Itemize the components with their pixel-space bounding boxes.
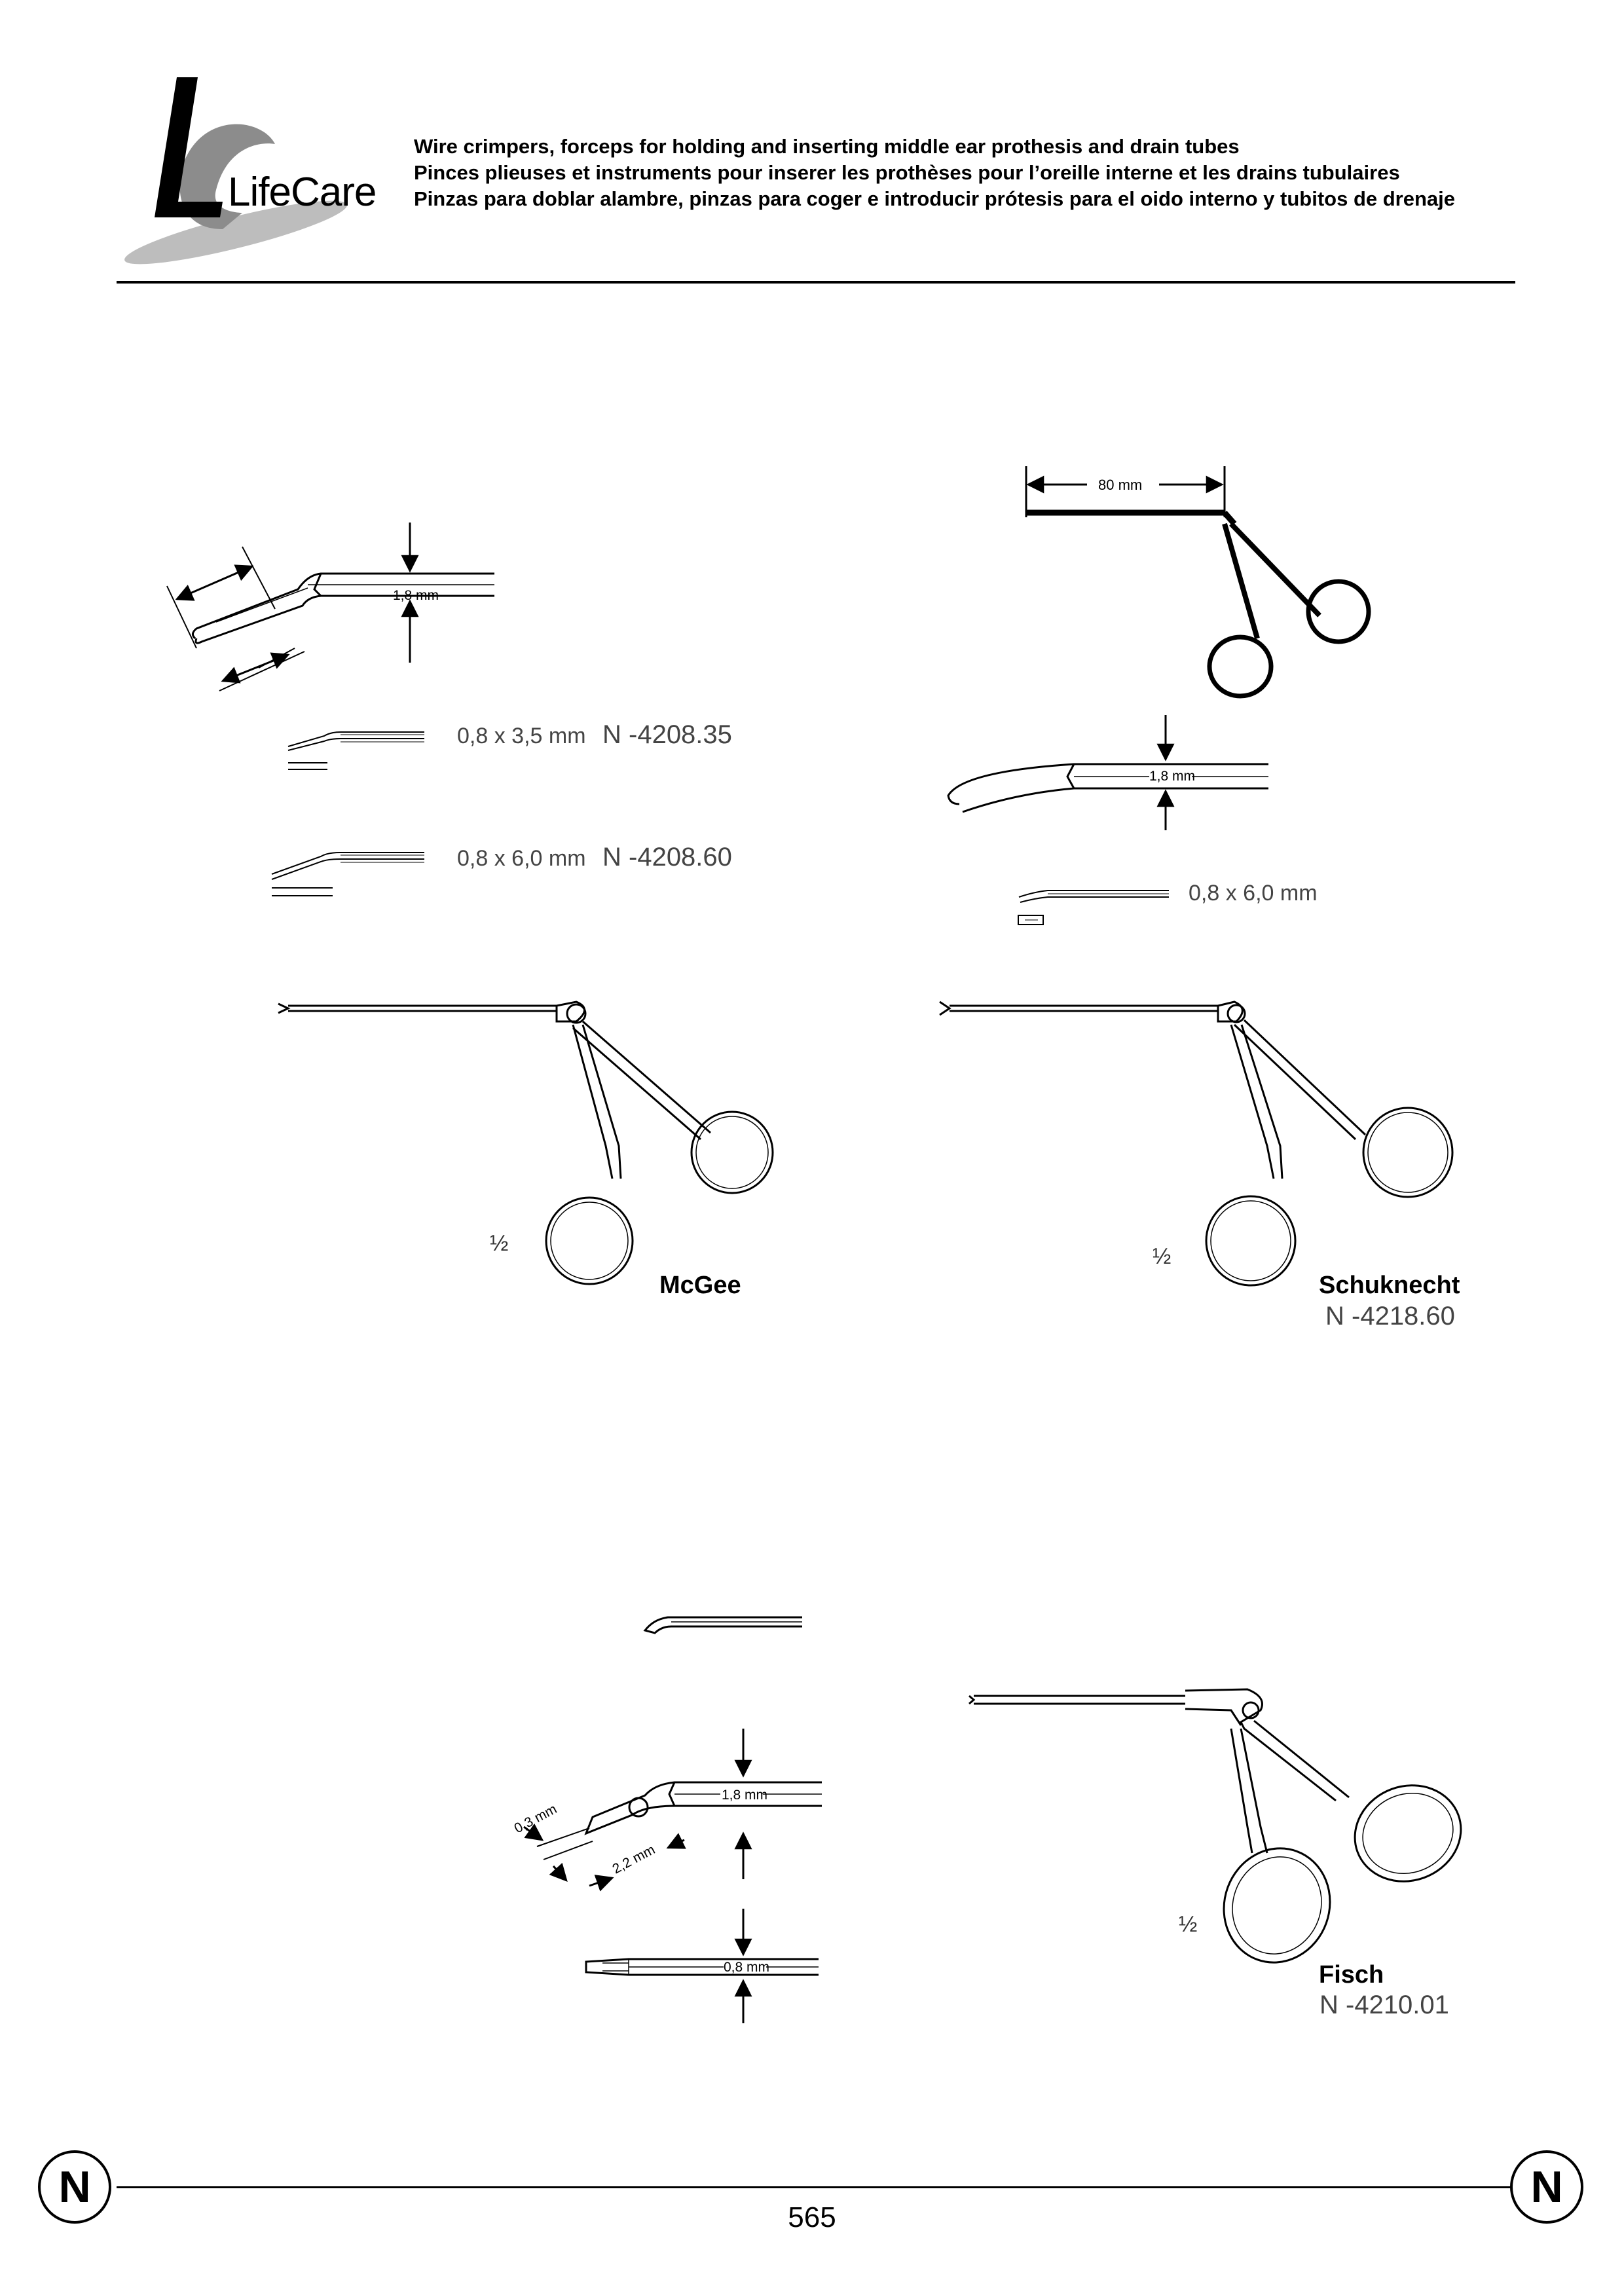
fisch-scale-label: ½ [1179, 1912, 1198, 1937]
schuknecht-length-label: 80 mm [1098, 477, 1142, 493]
header-line-fr: Pinces plieuses et instruments pour inse… [414, 161, 1400, 184]
lifecare-logo [111, 72, 373, 268]
mcgee-variant-sketches [271, 731, 424, 896]
mcgee-variant-code: N -4208.35 [602, 720, 732, 749]
schuknecht-variant-sketch [1018, 890, 1169, 925]
schuknecht-instrument [939, 1001, 1454, 1287]
fisch-code: N -4210.01 [1320, 1991, 1449, 2019]
section-badge-left: N [38, 2150, 111, 2224]
mcgee-tip-dimension-label: 1,8 mm [393, 588, 439, 603]
mcgee-instrument [278, 1001, 774, 1285]
brand-name: LifeCare [228, 170, 377, 215]
section-badge-right: N [1510, 2150, 1583, 2224]
mcgee-variant-spec: 0,8 x 3,5 mm [457, 724, 586, 748]
schuknecht-tip-dimension-label: 1,8 mm [1149, 769, 1195, 784]
fisch-instrument [969, 1688, 1462, 1964]
schuknecht-black-instrument [1026, 509, 1371, 699]
fisch-top-sketch [643, 1616, 802, 1634]
fisch-shaft-dimension-label: 1,8 mm [722, 1788, 767, 1803]
schuknecht-dimension [1025, 466, 1226, 517]
logo-mark [124, 77, 347, 265]
fisch-tip-detail [523, 1729, 822, 1892]
schuknecht-spec: 0,8 x 6,0 mm [1189, 881, 1318, 906]
schuknecht-tip-detail [947, 715, 1268, 830]
header-line-en: Wire crimpers, forceps for holding and i… [414, 135, 1240, 158]
page-header: Wire crimpers, forceps for holding and i… [414, 134, 1455, 212]
schuknecht-name: Schuknecht [1319, 1272, 1460, 1299]
fisch-tip-width-label: 0,3 mm [512, 1801, 560, 1836]
mcgee-variant-spec: 0,8 x 6,0 mm [457, 846, 586, 871]
fisch-tip-length-label: 2,2 mm [610, 1842, 658, 1877]
footer-rule [117, 2186, 1515, 2188]
mcgee-tip-detail [166, 523, 494, 691]
fisch-jaw-dimension-label: 0,8 mm [724, 1960, 769, 1975]
fisch-name: Fisch [1319, 1961, 1384, 1989]
mcgee-scale-label: ½ [490, 1231, 509, 1256]
schuknecht-scale-label: ½ [1153, 1244, 1172, 1269]
mcgee-name: McGee [659, 1272, 741, 1299]
page-number: 565 [788, 2201, 836, 2233]
header-rule [117, 281, 1515, 284]
schuknecht-code: N -4218.60 [1325, 1302, 1455, 1331]
mcgee-variant-code: N -4208.60 [602, 843, 732, 872]
header-line-es: Pinzas para doblar alambre, pinzas para … [414, 187, 1456, 210]
fisch-jaw-detail [585, 1909, 819, 2023]
